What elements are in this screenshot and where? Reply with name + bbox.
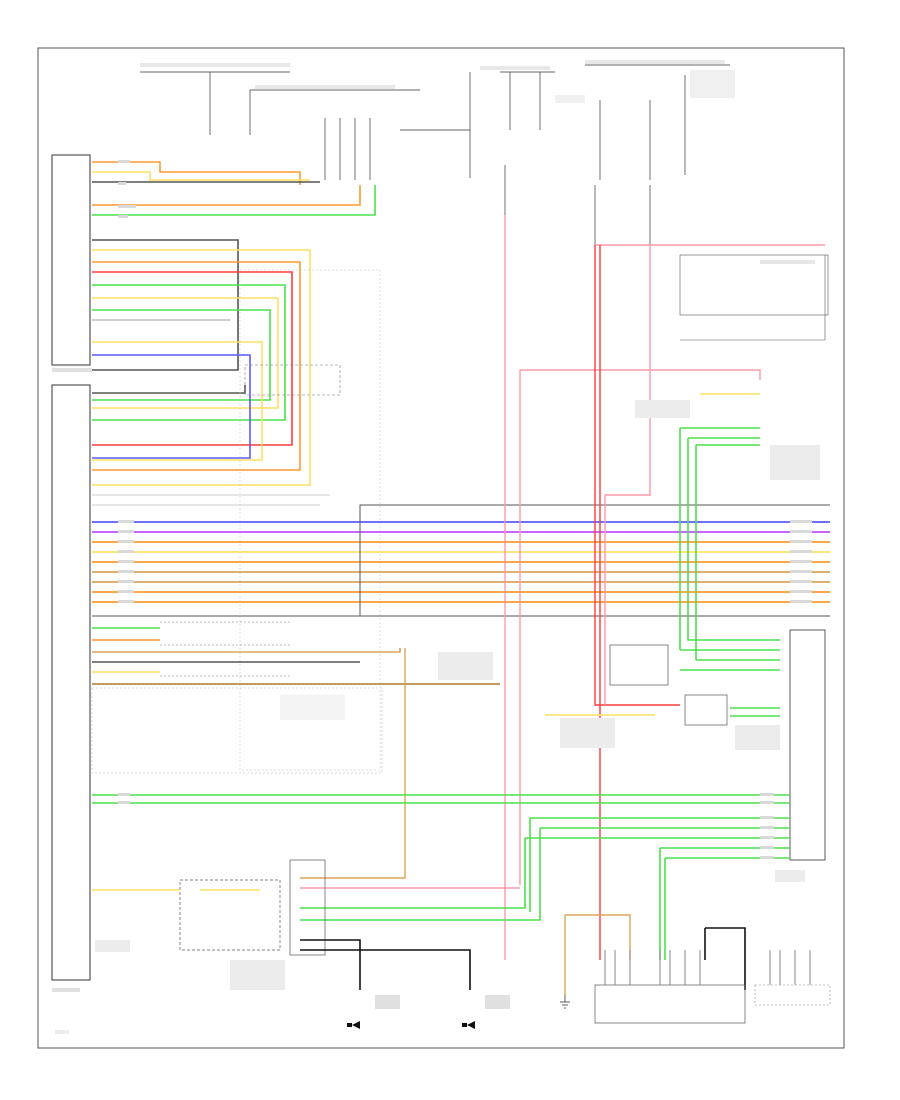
- right-connector-block: [789, 629, 826, 861]
- sensor-box: [684, 694, 728, 726]
- lower-bus-labels: [118, 793, 774, 859]
- bottom-black-wires: [300, 927, 746, 990]
- connector-block-lower: [51, 384, 91, 981]
- switch-box-right: [679, 254, 829, 316]
- bottom-right-connector: [754, 984, 831, 1006]
- dashed-region-mid: [239, 269, 381, 771]
- bottom-center-module: [289, 859, 326, 956]
- ground-icon: [560, 995, 570, 1009]
- upper-wire-labels: [118, 160, 136, 218]
- lower-left-wires: [92, 627, 500, 685]
- left-speaker-icon: [462, 1021, 475, 1029]
- mid-wires: [92, 239, 330, 506]
- green-signal-wires: [679, 427, 780, 717]
- top-labels: [140, 60, 735, 103]
- top-fuse-section: [140, 64, 730, 245]
- relay-label: [760, 260, 815, 264]
- lower-green-bus: [92, 794, 790, 960]
- connector-pin-labels: [52, 368, 92, 992]
- component-label-placeholders: [55, 400, 820, 1034]
- right-speaker-icon: [347, 1021, 360, 1029]
- bottom-radio-block: [594, 984, 746, 1024]
- inline-label-box: [280, 695, 345, 720]
- connector-block-upper: [51, 154, 91, 366]
- bottom-yellow-wires: [92, 889, 631, 995]
- bus-wires: [92, 504, 830, 617]
- yellow-short-wires: [545, 393, 760, 716]
- bottom-pin-stubs: [604, 950, 811, 985]
- splice-box: [244, 364, 341, 396]
- power-wires: [300, 215, 825, 960]
- lower-left-dashed: [91, 621, 383, 774]
- upper-wires: [92, 161, 376, 216]
- amp-box: [609, 644, 669, 686]
- bus-wire-labels: [118, 520, 812, 603]
- speaker-labels: [375, 995, 510, 1009]
- diagram-frame: [37, 47, 845, 1049]
- bottom-left-module: [179, 879, 281, 951]
